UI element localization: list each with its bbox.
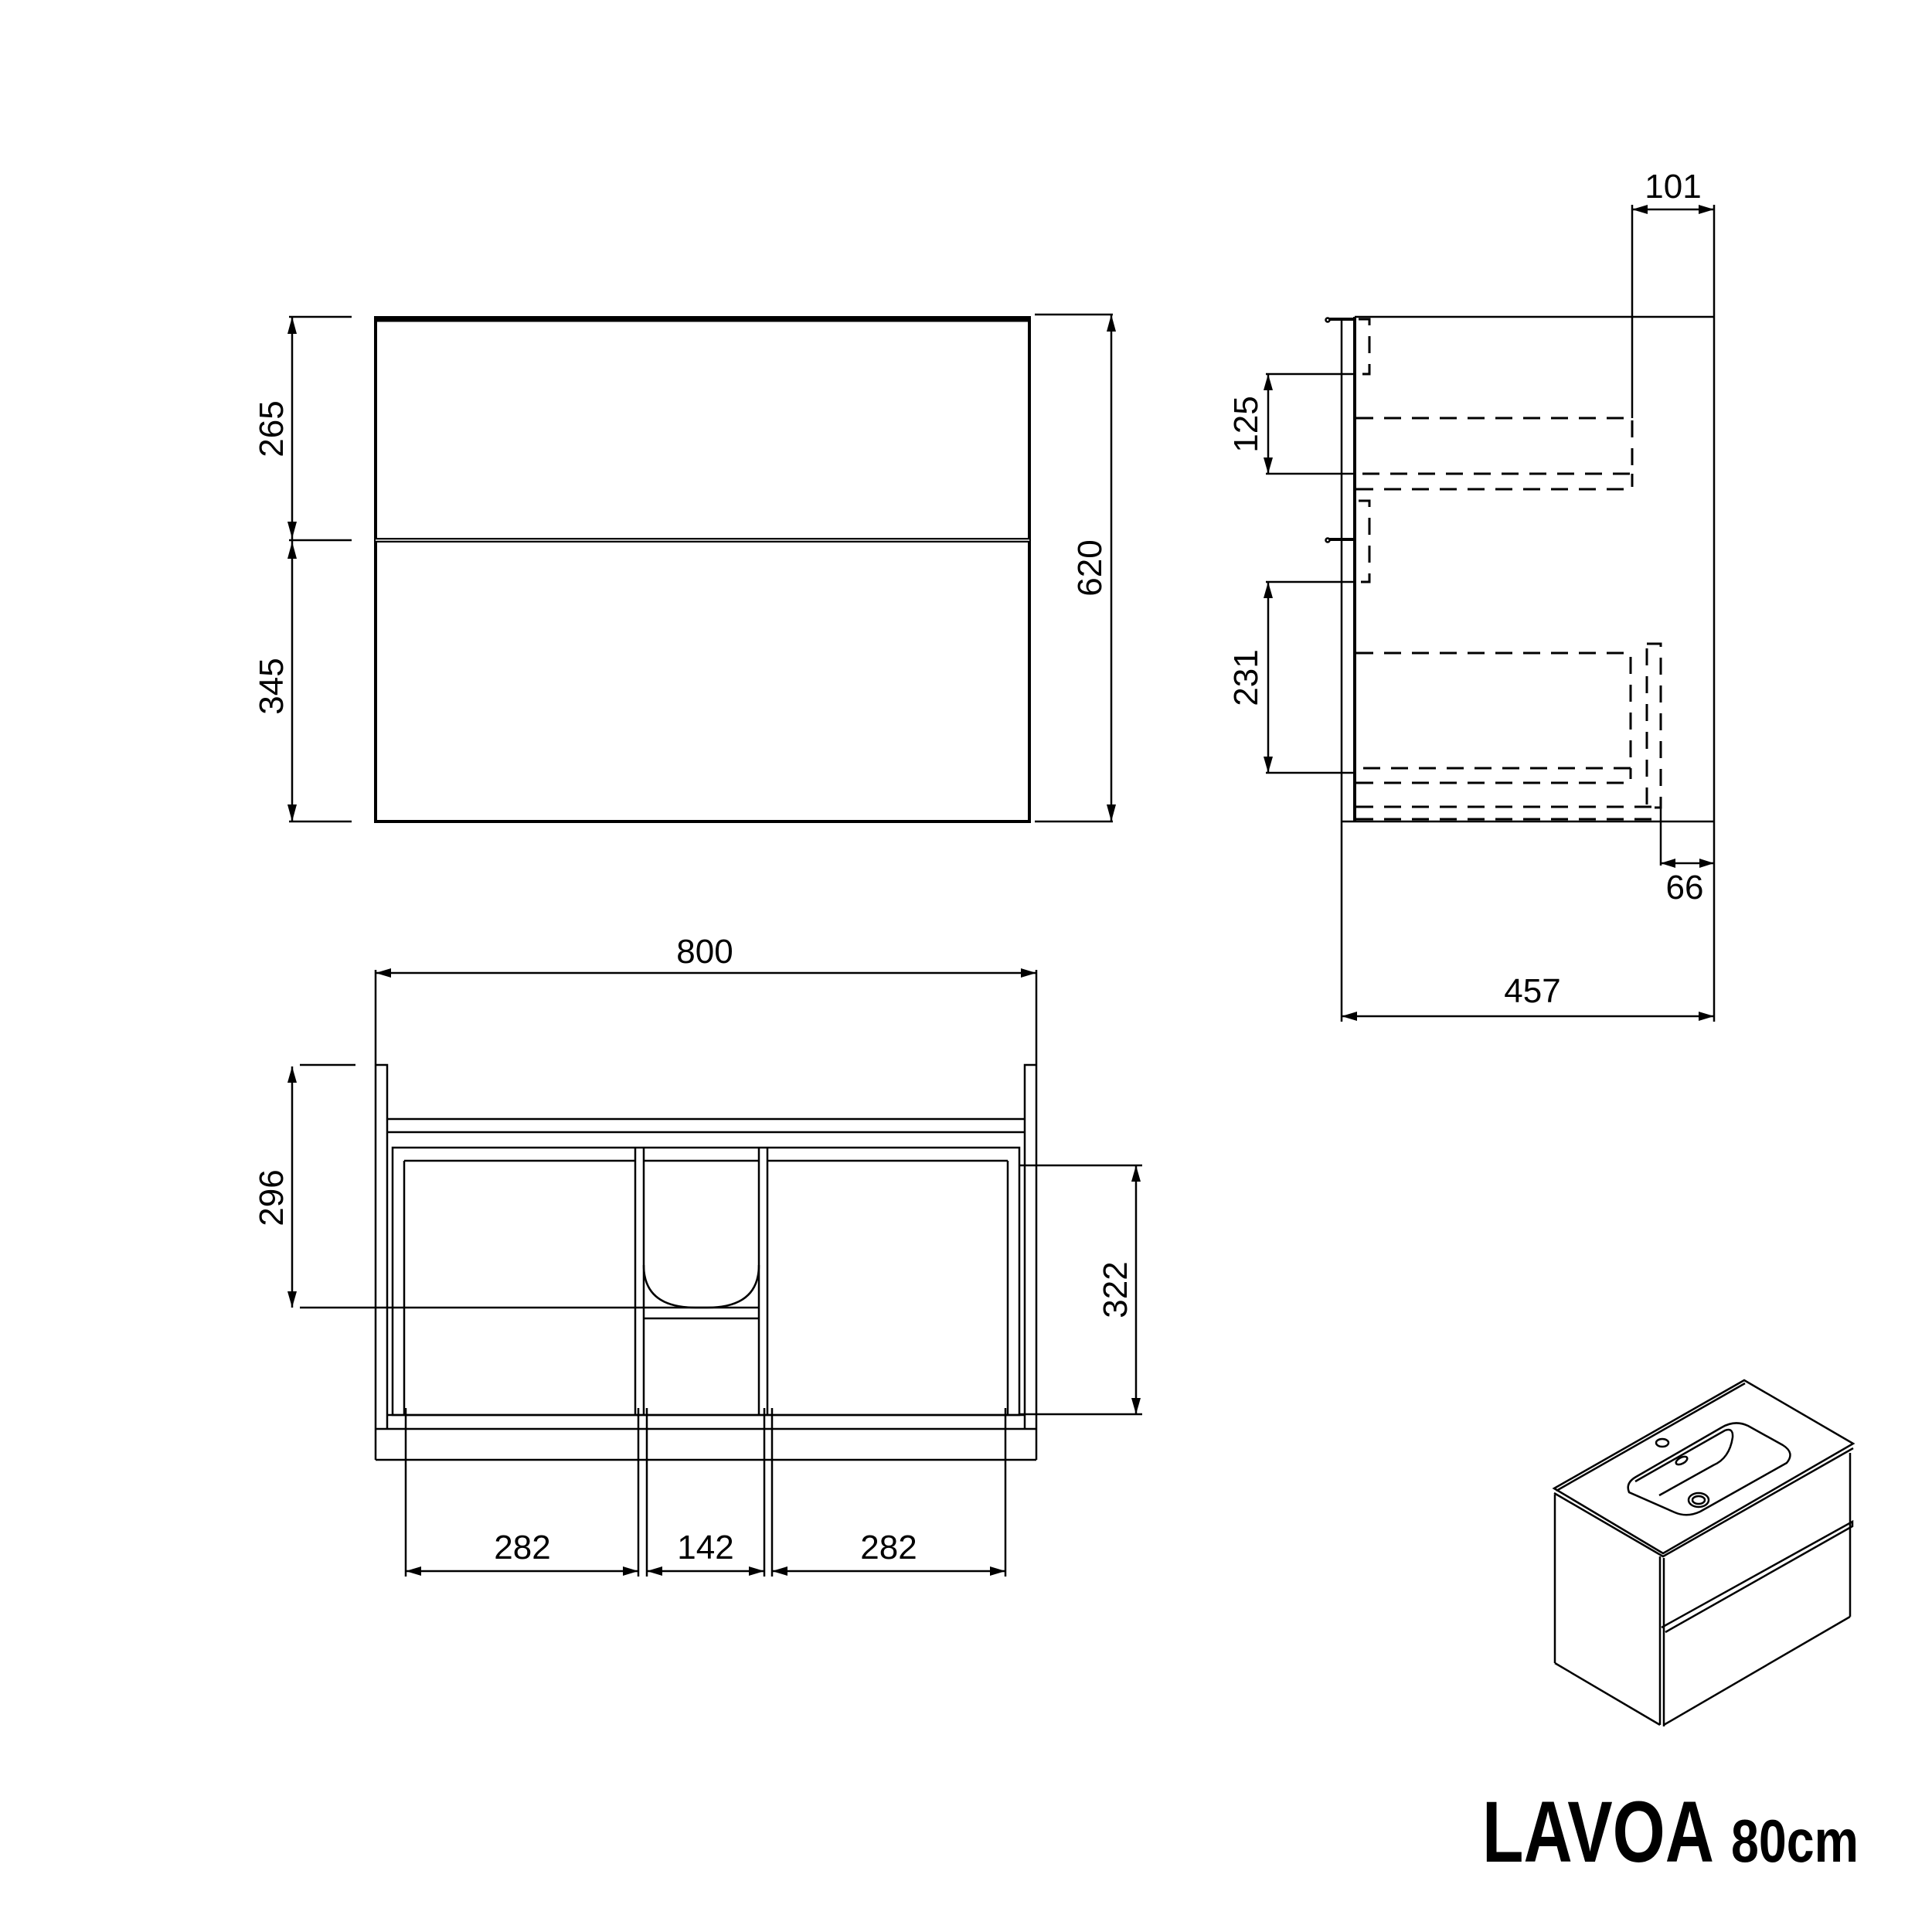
dim-label-231: 231 — [1227, 649, 1265, 706]
dim-label-282-right: 282 — [860, 1529, 917, 1566]
product-size: 80cm — [1731, 1807, 1859, 1875]
dim-label-282-left: 282 — [494, 1529, 550, 1566]
dim-label-101: 101 — [1645, 168, 1701, 206]
dim-label-457: 457 — [1504, 972, 1560, 1010]
dim-label-345: 345 — [253, 658, 291, 714]
dim-label-125: 125 — [1227, 396, 1265, 452]
dim-label-800: 800 — [676, 933, 733, 971]
dim-label-620: 620 — [1071, 539, 1109, 596]
front-view-outline — [374, 316, 1031, 823]
dim-label-142: 142 — [677, 1529, 733, 1566]
dim-label-265: 265 — [253, 400, 291, 457]
product-title: LAVOA 80cm — [1482, 1784, 1859, 1880]
dim-label-322: 322 — [1097, 1261, 1134, 1318]
siphon-cutout — [642, 1264, 760, 1309]
side-view: 101 125 231 66 457 — [1227, 168, 1716, 1022]
product-name: LAVOA — [1482, 1784, 1714, 1880]
dim-label-66: 66 — [1666, 869, 1704, 906]
handle-icon — [1325, 537, 1331, 543]
dim-label-296: 296 — [253, 1169, 291, 1226]
top-view: 800 296 322 282 142 282 — [253, 933, 1142, 1577]
handle-icon — [1325, 317, 1331, 323]
isometric-view — [1552, 1379, 1855, 1726]
front-view: 265 345 620 — [253, 313, 1116, 823]
